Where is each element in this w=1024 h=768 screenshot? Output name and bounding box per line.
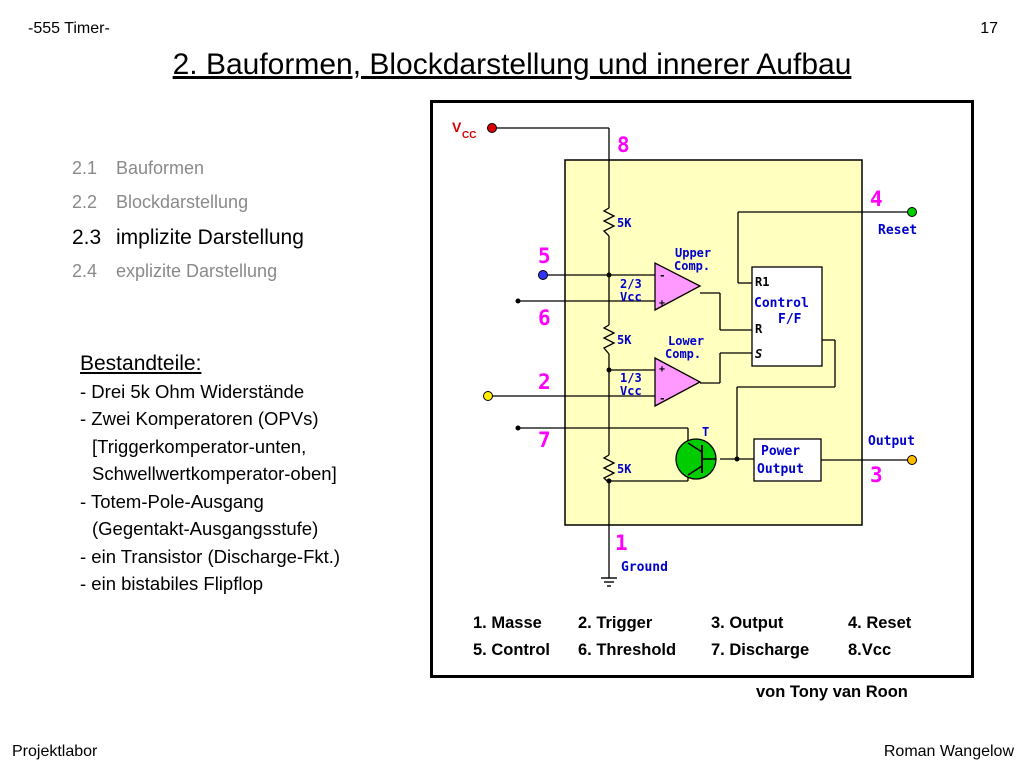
resistor-2-label: 5K	[617, 333, 632, 347]
pin-number-8: 8	[617, 133, 630, 157]
components-line: Schwellwertkomperator-oben]	[92, 463, 337, 484]
footer-author: Roman Wangelow	[883, 743, 1014, 760]
components-line: [Triggerkomperator-unten,	[92, 435, 307, 457]
header-section-label: -555 Timer-	[28, 20, 110, 37]
upper-comp-plus-sign: +	[659, 298, 665, 309]
wiring	[488, 127, 912, 578]
upper-comp-minus-sign: -	[659, 269, 666, 282]
resistor-2	[602, 324, 616, 355]
ground-pin-label: Ground	[621, 560, 668, 575]
discharge-terminal	[515, 425, 521, 431]
pin-number-6: 6	[538, 306, 551, 330]
footer-left: Projektlabor	[12, 743, 98, 760]
ff-r1-label: R1	[755, 275, 769, 289]
components-heading: Bestandteile:	[80, 352, 202, 375]
vcc-terminal	[487, 123, 497, 133]
components-line: - ein Transistor (Discharge-Fkt.)	[80, 545, 341, 567]
page-number: 17	[980, 20, 998, 37]
upper-comp-label: Upper	[675, 246, 711, 260]
resistor-1	[602, 207, 616, 237]
lower-comp-label: Lower	[668, 334, 704, 348]
ff-r-label: R	[755, 322, 763, 336]
components-line: - Totem-Pole-Ausgang	[80, 490, 264, 512]
power-output-label-2: Output	[757, 462, 804, 477]
ff-title: Control	[754, 296, 809, 311]
pin-legend: 1. Masse 2. Trigger 3. Output 4. Reset 5…	[473, 614, 912, 659]
pin-number-3: 3	[870, 463, 883, 487]
components-line: - Zwei Komperatoren (OPVs)	[80, 408, 319, 429]
ground-symbol	[601, 577, 617, 587]
lower-ref-label: 1/3	[620, 371, 642, 385]
pin-number-4: 4	[870, 187, 883, 211]
lower-comp-minus-sign: -	[659, 392, 666, 405]
lower-comparator	[654, 356, 702, 408]
output-pin-label: Output	[868, 434, 915, 449]
lower-ref-label-2: Vcc	[620, 384, 642, 398]
legend-item: 3. Output	[711, 614, 784, 632]
ff-s-label: S	[755, 347, 762, 361]
transistor-label: T	[702, 425, 709, 439]
legend-item: 1. Masse	[473, 614, 542, 632]
diagram-credit: von Tony van Roon	[756, 683, 908, 701]
lower-comp-label-2: Comp.	[665, 347, 701, 361]
upper-comp-label-2: Comp.	[674, 259, 710, 273]
resistor-3	[602, 454, 616, 484]
lower-comp-plus-sign: +	[659, 364, 665, 375]
upper-ref-label: 2/3	[620, 277, 642, 291]
power-output-block	[753, 438, 822, 482]
pin-number-2: 2	[538, 370, 551, 394]
vcc-label: V	[452, 119, 462, 135]
pin-number-1: 1	[615, 531, 628, 555]
legend-item: 4. Reset	[848, 614, 912, 632]
legend-item: 2. Trigger	[578, 614, 653, 632]
power-output-label: Power	[761, 444, 800, 459]
legend-item: 5. Control	[473, 641, 550, 659]
pin-number-5: 5	[538, 244, 551, 268]
threshold-terminal	[515, 298, 521, 304]
control-flipflop	[751, 266, 823, 367]
upper-ref-label-2: Vcc	[620, 290, 642, 304]
discharge-transistor	[675, 438, 717, 480]
output-terminal	[907, 455, 917, 465]
resistor-3-label: 5K	[617, 462, 632, 476]
control-terminal	[538, 270, 548, 280]
legend-item: 7. Discharge	[711, 641, 809, 659]
legend-item: 8.Vcc	[848, 641, 891, 659]
ff-title-2: F/F	[778, 312, 802, 327]
trigger-terminal	[483, 391, 493, 401]
legend-item: 6. Threshold	[578, 641, 676, 659]
vcc-label-sub: CC	[462, 130, 476, 141]
components-line: - ein bistabiles Flipflop	[80, 573, 264, 594]
components-list: Bestandteile: - Drei 5k Ohm Widerstände …	[80, 350, 340, 598]
components-line: (Gegentakt-Ausgangsstufe)	[92, 518, 319, 539]
resistor-1-label: 5K	[617, 216, 632, 230]
timer-555-diagram: 5K 5K 5K - + + - Upper Comp. Lower Comp.…	[430, 100, 974, 678]
upper-comparator	[654, 261, 702, 312]
junctions	[606, 272, 740, 484]
components-line: - Drei 5k Ohm Widerstände	[80, 380, 305, 402]
pin-number-7: 7	[538, 428, 551, 452]
slide-title: 2. Bauformen, Blockdarstellung und inner…	[172, 48, 852, 81]
reset-pin-label: Reset	[878, 223, 917, 238]
reset-terminal	[907, 207, 917, 217]
